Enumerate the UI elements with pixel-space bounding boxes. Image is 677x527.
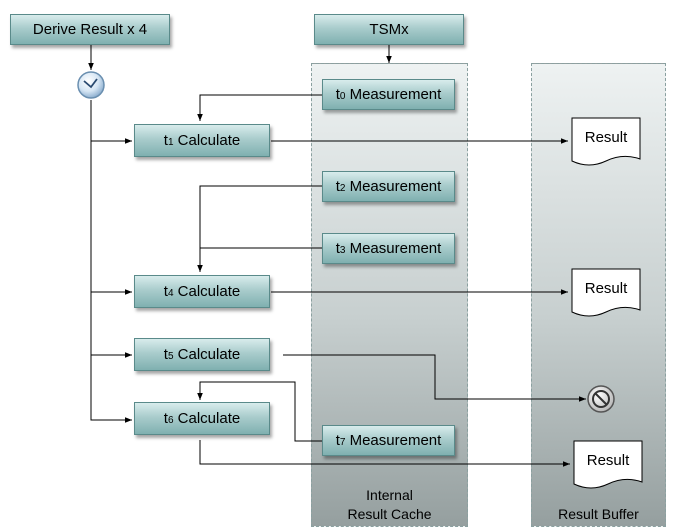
measurement-subscript: 7 xyxy=(339,437,346,448)
calculate-t-letter: t xyxy=(163,346,168,363)
calculate-label: Calculate xyxy=(177,283,241,300)
measurement-t-letter: t xyxy=(335,86,340,103)
calculate-subscript: 4 xyxy=(167,288,174,299)
measurement-label: Measurement xyxy=(349,86,442,103)
cache-label-line2: Result Cache xyxy=(347,506,432,522)
derive-result-label: Derive Result x 4 xyxy=(32,21,148,38)
derive-result-box: Derive Result x 4 xyxy=(10,14,170,45)
document-icon xyxy=(571,268,641,317)
calculate-t-letter: t xyxy=(163,283,168,300)
measurement-subscript: 3 xyxy=(339,245,346,256)
measurement-label: Measurement xyxy=(349,432,442,449)
result-label: Result xyxy=(584,129,628,146)
measurement-label: Measurement xyxy=(349,178,442,195)
calculate-label: Calculate xyxy=(177,346,241,363)
document-icon xyxy=(571,117,641,166)
result-document-3: Result xyxy=(573,440,643,490)
tsmx-box: TSMx xyxy=(314,14,464,45)
cache-label-line1: Internal xyxy=(366,487,413,503)
clock-icon xyxy=(77,71,105,99)
measurement-subscript: 2 xyxy=(339,183,346,194)
calculate-subscript: 6 xyxy=(167,415,174,426)
document-icon xyxy=(573,440,643,489)
calculate-subscript: 1 xyxy=(167,137,174,148)
calculate-label: Calculate xyxy=(177,132,241,149)
result-label: Result xyxy=(584,280,628,297)
result-document-1: Result xyxy=(571,117,641,167)
result-label: Result xyxy=(586,452,630,469)
measurement-t-letter: t xyxy=(335,432,340,449)
tsmx-label: TSMx xyxy=(369,21,409,38)
result-document-2: Result xyxy=(571,268,641,318)
calculate-t-letter: t xyxy=(163,132,168,149)
measurement-subscript: 0 xyxy=(339,91,346,102)
buffer-label: Result Buffer xyxy=(558,506,639,522)
measurement-t-letter: t xyxy=(335,240,340,257)
measurement-label: Measurement xyxy=(349,240,442,257)
prohibited-icon xyxy=(587,385,615,413)
measurement-t-letter: t xyxy=(335,178,340,195)
calculate-t-letter: t xyxy=(163,410,168,427)
calculate-subscript: 5 xyxy=(167,351,174,362)
calculate-label: Calculate xyxy=(177,410,241,427)
